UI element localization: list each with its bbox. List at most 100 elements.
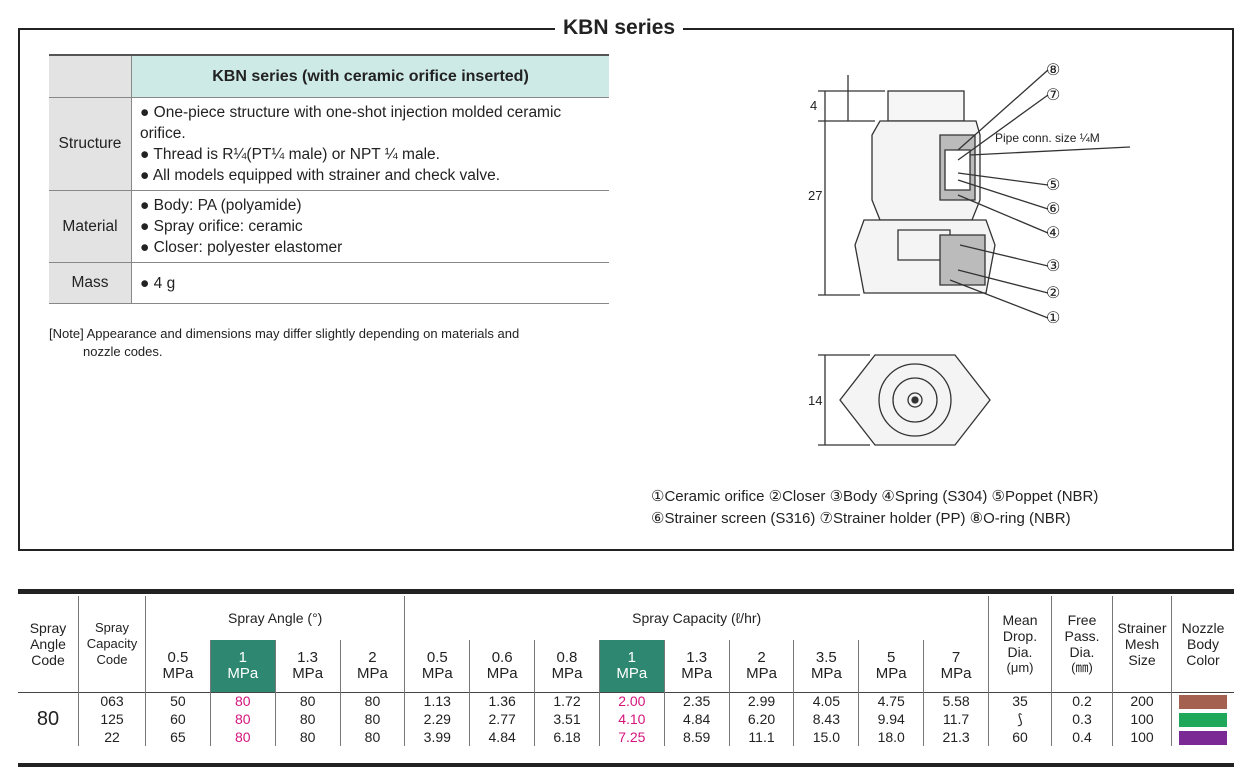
color-cell [1171, 692, 1234, 710]
note: [Note] Appearance and dimensions may dif… [49, 325, 619, 361]
drop-cell: ⟆ [988, 710, 1052, 728]
capacity-cell: 11.1 [728, 728, 794, 746]
color-swatch [1179, 695, 1227, 710]
spec-label-structure: Structure [49, 97, 132, 191]
spec-item: ● All models equipped with strainer and … [140, 167, 501, 184]
capacity-cell: 2.77 [469, 710, 535, 728]
angle-cell: 80 [274, 692, 341, 710]
color-swatch [1179, 713, 1227, 728]
capacity-cell: 1.13 [404, 692, 470, 710]
spec-label-mass: Mass [49, 262, 132, 304]
spec-table: KBN series (with ceramic orifice inserte… [49, 54, 609, 304]
color-cell [1171, 728, 1234, 746]
spec-item: ● One-piece structure with one-shot inje… [140, 104, 562, 142]
free-pass-cell: 0.2 [1051, 692, 1113, 710]
capacity-cell: 8.59 [663, 728, 730, 746]
pipe-conn-label: Pipe conn. size ¼M [995, 131, 1100, 145]
spec-corner [49, 54, 132, 98]
col-spray-angle: Spray Angle (°) [144, 596, 405, 640]
spec-material: ● Body: PA (polyamide) ● Spray orifice: … [131, 190, 609, 263]
part-number: ② [1046, 285, 1060, 302]
part-number: ⑧ [1046, 62, 1060, 79]
angle-cell: 65 [145, 728, 211, 746]
capacity-cell: 8.43 [793, 710, 859, 728]
nozzle-drawing: 4 27 14 Pipe conn. size ¼M ⑧ ⑦ ⑤ ⑥ ④ ③ ②… [808, 62, 1131, 446]
capacity-code-cell: 22 [78, 728, 146, 746]
spec-data-table: Spray Angle Code Spray Capacity Code Spr… [18, 596, 1234, 746]
spec-label-material: Material [49, 190, 132, 263]
legend-line: ⑥Strainer screen (S316) ⑦Strainer holder… [651, 510, 1071, 527]
capacity-cell: 4.05 [793, 692, 859, 710]
dim-height: 27 [808, 188, 822, 203]
spec-item: ● Closer: polyester elastomer [140, 239, 343, 256]
spec-mass: ● 4 g [131, 262, 609, 304]
spec-header: KBN series (with ceramic orifice inserte… [131, 54, 609, 98]
part-number: ⑤ [1046, 177, 1060, 194]
free-pass-cell: 0.4 [1051, 728, 1113, 746]
col-nozzle-color: Nozzle Body Color [1171, 596, 1234, 692]
capacity-cell: 4.75 [858, 692, 924, 710]
col-spray-capacity-code: Spray Capacity Code [78, 596, 146, 692]
capacity-cell: 9.94 [858, 710, 924, 728]
mesh-cell: 100 [1112, 728, 1172, 746]
bottom-rule [18, 763, 1234, 767]
col-strainer: Strainer Mesh Size [1112, 596, 1172, 692]
dim-hex: 14 [808, 393, 822, 408]
angle-cell: 80 [339, 692, 405, 710]
drop-cell: 60 [988, 728, 1052, 746]
capacity-cell: 1.72 [534, 692, 600, 710]
angle-code-cell: 80 [36, 708, 60, 731]
legend-line: ①Ceramic orifice ②Closer ③Body ④Spring (… [651, 488, 1099, 505]
part-number: ① [1046, 310, 1060, 327]
angle-cell: 80 [209, 692, 276, 710]
spec-structure: ● One-piece structure with one-shot inje… [131, 97, 609, 191]
capacity-cell: 1.36 [469, 692, 535, 710]
color-cell [1171, 710, 1234, 728]
capacity-cell: 2.99 [728, 692, 794, 710]
capacity-cell: 3.99 [404, 728, 470, 746]
mesh-cell: 100 [1112, 710, 1172, 728]
part-number: ④ [1046, 225, 1060, 242]
capacity-cell: 21.3 [923, 728, 989, 746]
capacity-cell: 2.35 [663, 692, 730, 710]
capacity-cell: 6.20 [728, 710, 794, 728]
top-rule [18, 589, 1234, 594]
capacity-code-cell: 125 [78, 710, 146, 728]
angle-cell: 80 [339, 728, 405, 746]
spec-item: ● Spray orifice: ceramic [140, 218, 303, 235]
col-mean-drop: Mean Drop. Dia. (μm) [988, 596, 1052, 692]
note-line: [Note] Appearance and dimensions may dif… [49, 326, 520, 341]
col-free-pass: Free Pass. Dia. (㎜) [1051, 596, 1113, 692]
capacity-cell: 6.18 [534, 728, 600, 746]
capacity-cell: 2.00 [598, 692, 665, 710]
angle-cell: 80 [209, 728, 276, 746]
note-line: nozzle codes. [83, 344, 163, 359]
angle-cell: 60 [145, 710, 211, 728]
parts-legend: ①Ceramic orifice ②Closer ③Body ④Spring (… [651, 486, 1098, 530]
angle-cell: 80 [274, 710, 341, 728]
mesh-cell: 200 [1112, 692, 1172, 710]
angle-cell: 80 [209, 710, 276, 728]
angle-cell: 50 [145, 692, 211, 710]
col-spray-capacity: Spray Capacity (ℓ/hr) [404, 596, 989, 640]
part-number: ⑦ [1046, 87, 1060, 104]
color-swatch [1179, 731, 1227, 746]
dim-top: 4 [810, 98, 817, 113]
capacity-cell: 4.10 [598, 710, 665, 728]
capacity-code-cell: 063 [78, 692, 146, 710]
angle-cell: 80 [339, 710, 405, 728]
capacity-cell: 4.84 [469, 728, 535, 746]
spec-item: ● Body: PA (polyamide) [140, 197, 302, 214]
part-number: ⑥ [1046, 201, 1060, 218]
